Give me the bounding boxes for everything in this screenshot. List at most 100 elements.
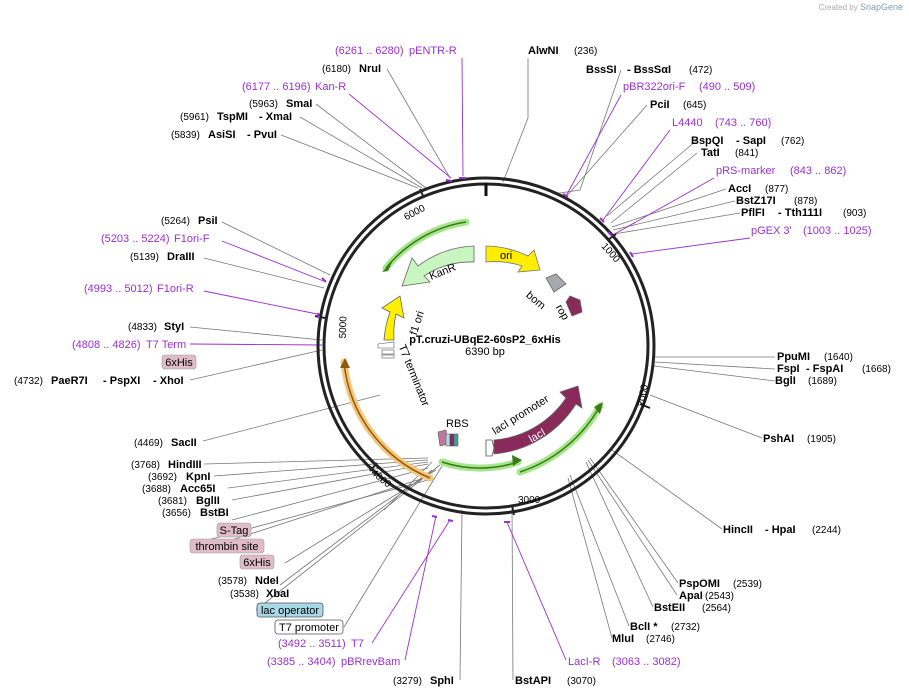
lac-operator-box-label: lac operator [261,605,319,617]
enzyme-pshai[interactable]: PshAI [763,433,794,445]
enzyme-bsssai[interactable]: - BssSαI [627,64,671,76]
enzyme-sacii-pos: (4469) [134,438,163,449]
enzyme-smai[interactable]: SmaI [286,98,312,110]
enzyme-xhoi[interactable]: - XhoI [153,375,184,387]
enzyme-pspxi[interactable]: - PspXI [103,375,140,387]
primer-laci-r[interactable]: LacI-R [568,656,600,668]
primer-pentr-r[interactable]: pENTR-R [409,45,457,57]
laci-arc-line [519,405,601,473]
tick-label-5000: 5000 [338,316,350,339]
enzyme-ndei[interactable]: NdeI [255,575,279,587]
enzyme-styi-pos: (4833) [128,322,157,333]
primer-t7-term[interactable]: T7 Term [146,339,186,351]
enzyme-fspi-pos: (1668) [862,364,891,375]
enzyme-sphi[interactable]: SphI [430,675,454,687]
primer-f1ori-r-pos: (4993 .. 5012) [84,283,153,295]
primer-l4440[interactable]: L4440 [672,117,703,129]
enzyme-bstbi[interactable]: BstBI [200,507,229,519]
enzyme-bsssi[interactable]: BssSI [586,64,617,76]
enzyme-tspmi[interactable]: TspMI [217,111,248,123]
primer-f1ori-r[interactable]: F1ori-R [157,283,194,295]
t7-promoter-box[interactable] [274,619,344,635]
six-his-box-bottom[interactable] [239,554,275,570]
enzyme-bsteii[interactable]: BstEII [654,602,685,614]
lac-operator-box[interactable] [256,602,324,618]
enzyme-pflfi[interactable]: PflFI [741,207,765,219]
enzyme-bgli-pos: (1689) [808,376,837,387]
enzyme-styi[interactable]: StyI [164,321,184,333]
enzyme-paer7i-pos: (4732) [14,376,43,387]
enzyme-bstapi[interactable]: BstAPI [515,675,551,687]
enzyme-kpni[interactable]: KpnI [186,471,210,483]
backbone-outer-ring [316,176,656,516]
enzyme-tati[interactable]: TatI [701,147,720,159]
enzyme-xmai[interactable]: - XmaI [259,111,292,123]
snapgene-credit: Created by SnapGene [818,2,903,12]
enzyme-smai-pos: (5963) [249,99,278,110]
enzyme-bstz17i[interactable]: BstZ17I [736,195,776,207]
enzyme-draiii[interactable]: DraIII [167,251,195,263]
enzyme-asisi-pos: (5839) [171,130,200,141]
orf-arc-line [441,461,519,469]
enzyme-hincii[interactable]: HincII [723,524,753,536]
laci-arc-head [594,402,603,414]
six-his-box-left[interactable] [161,354,197,370]
enzyme-tati-pos: (841) [735,148,758,159]
enzyme-tth111i[interactable]: - Tth111I [778,207,822,219]
enzyme-pcii-pos: (645) [683,100,706,111]
enzyme-psii-pos: (5264) [161,216,190,227]
primer-prs-marker-pos: (843 .. 862) [790,165,846,177]
rbs-label: RBS [446,418,469,430]
ori-label: ori [500,250,512,262]
t7-terminator-feature [377,341,395,359]
enzyme-alwni[interactable]: AlwNI [528,45,559,57]
enzyme-xbai[interactable]: XbaI [266,588,289,600]
enzyme-apai[interactable]: ApaI [679,590,703,602]
primer-kan-r-pos: (6177 .. 6196) [242,81,311,93]
primer-pgex3[interactable]: pGEX 3' [751,225,792,237]
enzyme-hindiii[interactable]: HindIII [168,459,202,471]
enzyme-bglii[interactable]: BglII [196,495,220,507]
enzyme-psii[interactable]: PsiI [198,215,218,227]
enzyme-acci-pos: (877) [765,184,788,195]
enzyme-bcli[interactable]: BclI * [630,621,658,633]
primer-pgex3-pos: (1003 .. 1025) [803,225,872,237]
enzyme-bgli[interactable]: BglI [775,375,796,387]
enzyme-apai-pos: (2543) [705,591,734,602]
enzyme-acc65i[interactable]: Acc65I [180,483,215,495]
primer-pbr322ori-f-pos: (490 .. 509) [699,81,755,93]
enzyme-paer7i[interactable]: PaeR7I [51,375,88,387]
enzyme-bsssi-pos: (472) [689,65,712,76]
primer-t7[interactable]: T7 [351,638,364,650]
t7-terminator-label: T7 terminator [396,343,432,408]
enzyme-asisi[interactable]: AsiSI [208,129,236,141]
enzyme-fspai[interactable]: - FspAI [806,363,843,375]
enzyme-fspi[interactable]: FspI [777,363,800,375]
primer-pbr322ori-f[interactable]: pBR322ori-F [623,81,686,93]
insert-arc-head [340,358,350,368]
thrombin-site-box-label: thrombin site [196,541,259,553]
s-tag-box[interactable] [216,522,252,538]
enzyme-sacii[interactable]: SacII [171,437,197,449]
enzyme-sapi[interactable]: - SapI [736,135,766,147]
enzyme-pspomi[interactable]: PspOMI [679,578,720,590]
enzyme-bspqi[interactable]: BspQI [691,135,723,147]
enzyme-pcii[interactable]: PciI [650,99,670,111]
enzyme-tspmi-pos: (5961) [180,112,209,123]
enzyme-acci[interactable]: AccI [728,183,751,195]
enzyme-ppumi[interactable]: PpuMI [777,351,810,363]
insert-arc-line [343,361,431,479]
enzyme-mlui[interactable]: MluI [612,633,634,645]
enzyme-draiii-pos: (5139) [130,252,159,263]
primer-kan-r[interactable]: Kan-R [315,81,346,93]
enzyme-pvui[interactable]: - PvuI [247,129,277,141]
lac-promoter-feature [485,439,495,457]
primer-prs-marker[interactable]: pRS-marker [716,165,776,177]
enzyme-nrui[interactable]: NruI [359,63,381,75]
primer-f1ori-f[interactable]: F1ori-F [174,233,210,245]
primer-laci-r-pos: (3063 .. 3082) [612,656,681,668]
primer-pbrrevbam[interactable]: pBRrevBam [341,656,400,668]
thrombin-site-box[interactable] [189,538,265,554]
enzyme-hpai[interactable]: - HpaI [765,524,796,536]
